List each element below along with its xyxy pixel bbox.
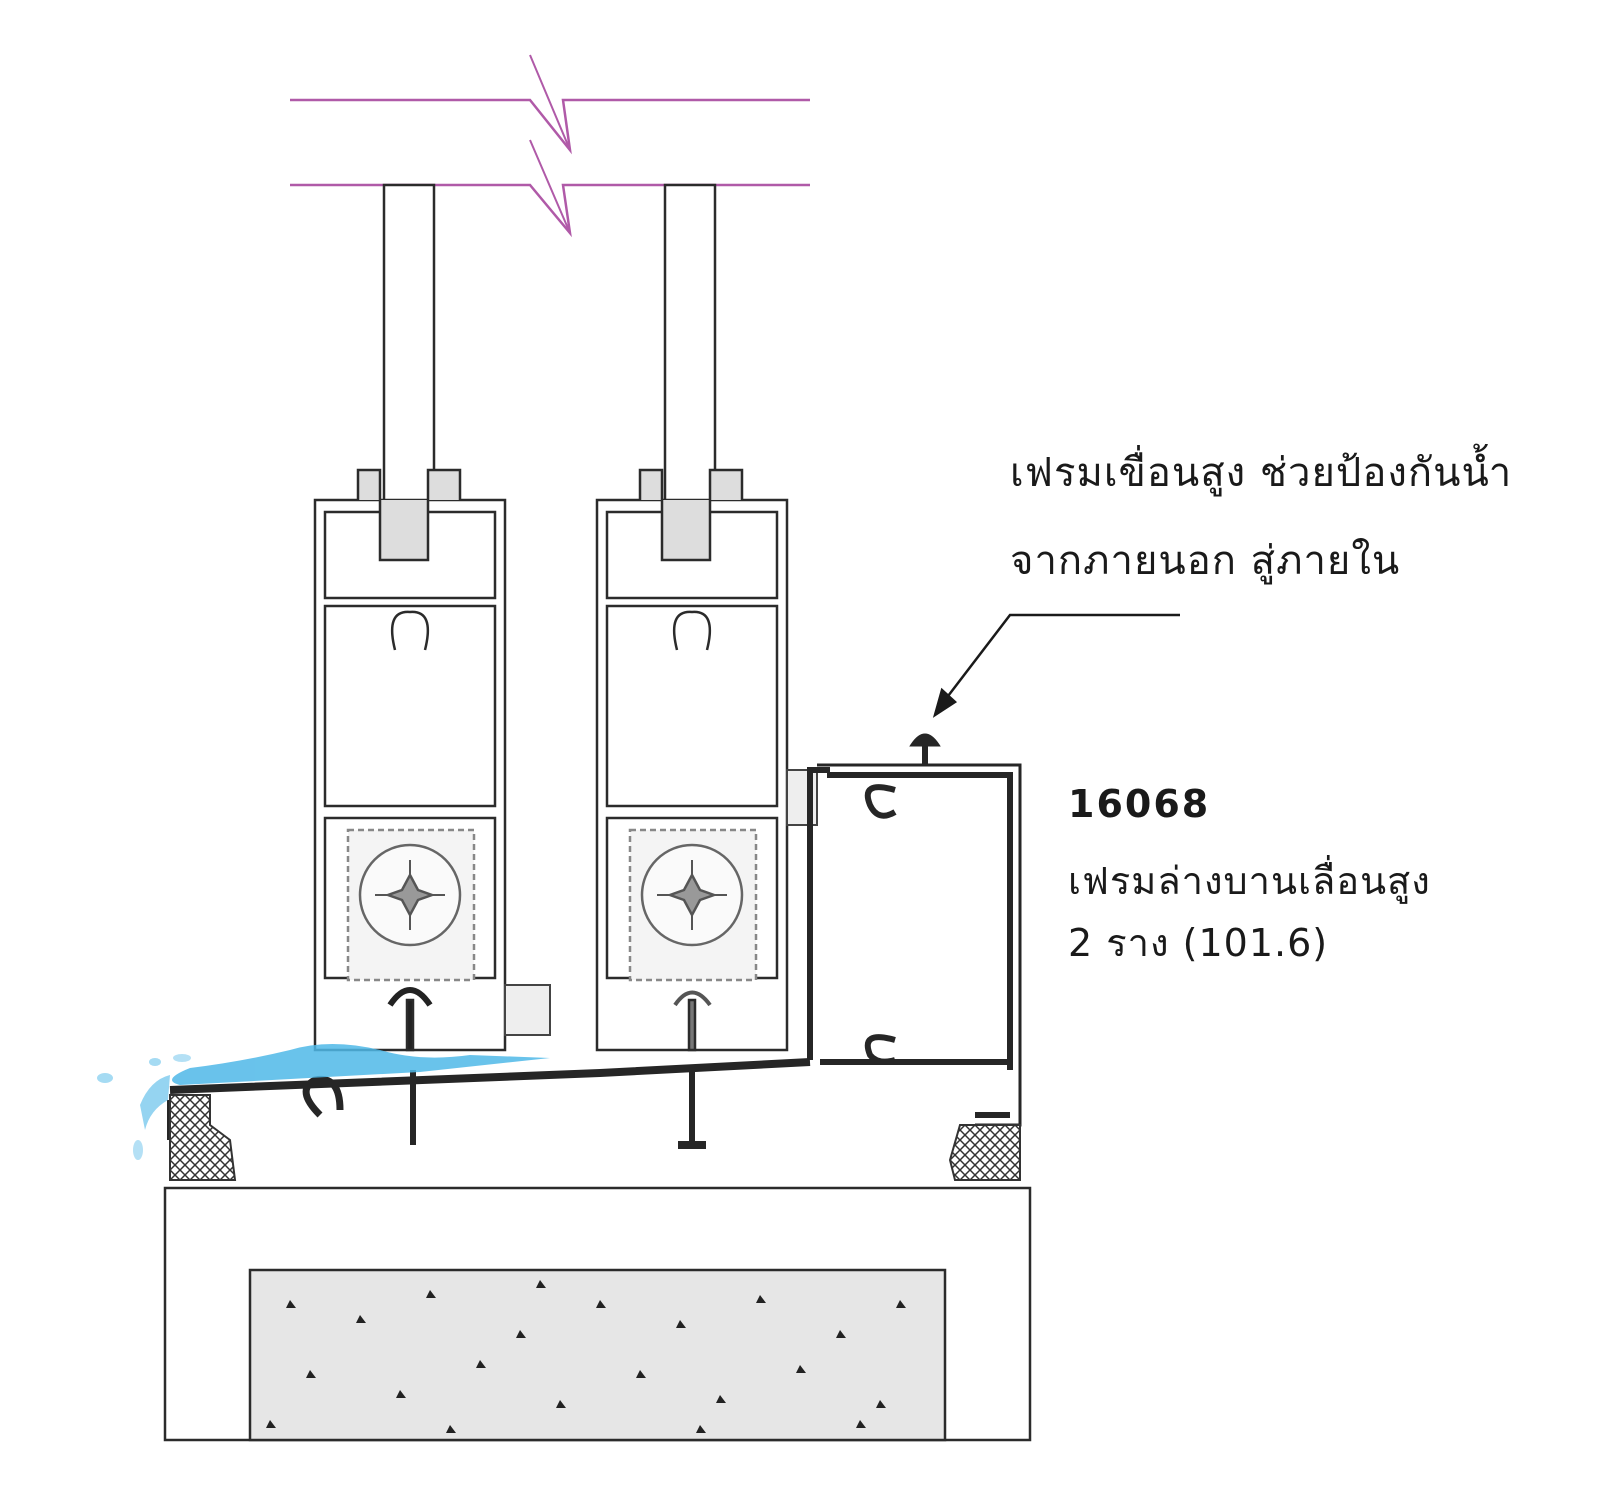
concrete-sill: [163, 1186, 1032, 1442]
callout-text-line2: จากภายนอก สู่ภายใน: [1010, 538, 1401, 584]
sliding-sash-1: [313, 468, 507, 1052]
concrete-texture-icon: [266, 1280, 906, 1433]
arrow-icon: [932, 613, 1180, 718]
glass-panels: [382, 183, 717, 562]
sliding-sash-2: [595, 468, 789, 1052]
break-lines: [290, 54, 810, 238]
foam-seals: [169, 1094, 1021, 1181]
water-splash-icon: [97, 1044, 550, 1160]
part-code: 16068: [1068, 782, 1211, 826]
part-spec: 2 ราง (101.6): [1068, 921, 1329, 965]
part-name: เฟรมล่างบานเลื่อนสูง: [1068, 859, 1431, 903]
callout-text-line1: เฟรมเขื่อนสูง ช่วยป้องกันน้ำ: [1010, 450, 1513, 496]
bottom-frame-profile: [167, 733, 1022, 1149]
